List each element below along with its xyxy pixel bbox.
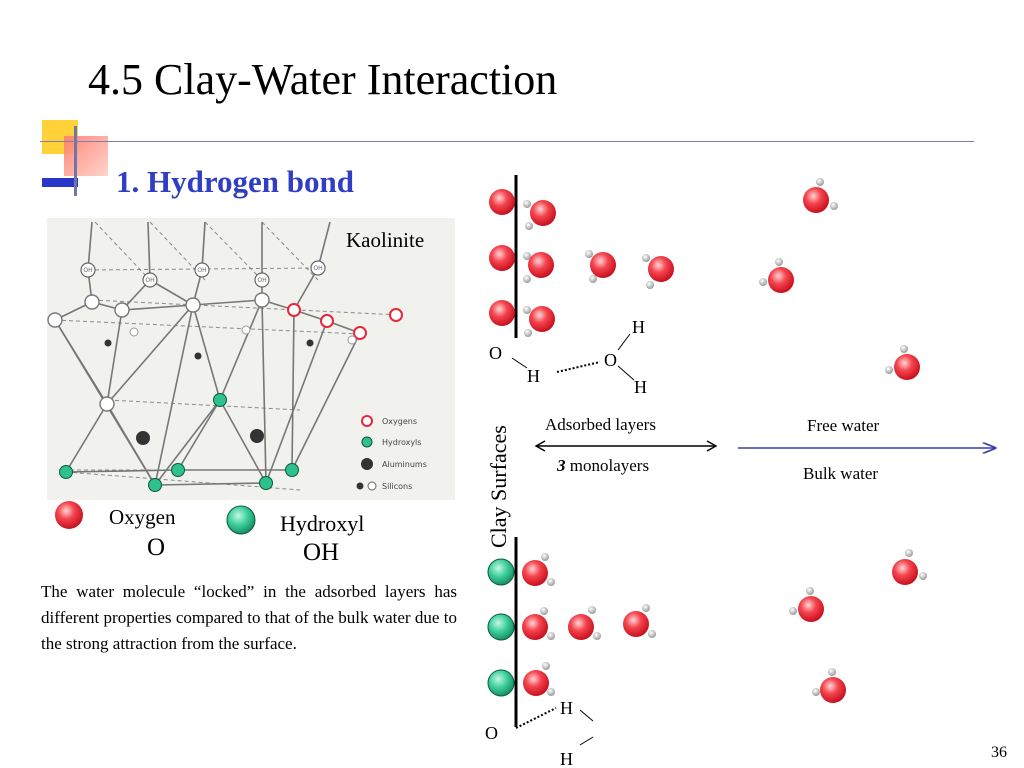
- bond-bottom-h-lower: H: [560, 749, 573, 768]
- title-decoration: [40, 120, 110, 200]
- clay-surfaces-label: Clay Surfaces: [486, 425, 511, 548]
- slide-title: 4.5 Clay-Water Interaction: [88, 55, 558, 104]
- legend-oxygens: Oxygens: [382, 417, 417, 426]
- svg-text:OH: OH: [313, 265, 322, 272]
- caption-text: The water molecule “locked” in the adsor…: [41, 582, 457, 653]
- bond-top-water-o: O: [604, 350, 617, 370]
- kaolinite-label: Kaolinite: [346, 228, 425, 252]
- bond-bottom-h-upper: H: [560, 698, 573, 718]
- bond-top-h-lower: H: [634, 377, 647, 397]
- free-water-label: Free water: [807, 416, 880, 435]
- title-divider: [40, 141, 974, 142]
- svg-text:OH: OH: [83, 267, 92, 274]
- bond-bottom-surface-o: O: [485, 723, 498, 743]
- bond-top-surface-o: O: [489, 343, 502, 363]
- legend-hydroxyls: Hydroxyls: [382, 438, 421, 447]
- adsorbed-layers-label: Adsorbed layers: [545, 415, 656, 434]
- svg-text:OH: OH: [257, 277, 266, 284]
- svg-text:OH: OH: [197, 267, 206, 274]
- page-number: 36: [991, 744, 1007, 761]
- monolayers-label: 3 monolayers: [556, 456, 649, 475]
- oxygen-label: Oxygen: [109, 505, 176, 529]
- oxygen-symbol: O: [147, 534, 166, 561]
- bulk-water-label: Bulk water: [803, 464, 878, 483]
- svg-text:OH: OH: [145, 277, 154, 284]
- legend-silicons: Silicons: [382, 482, 412, 491]
- hydroxyl-label: Hydroxyl: [280, 511, 365, 536]
- section-heading: 1. Hydrogen bond: [116, 164, 355, 199]
- legend-aluminums: Aluminums: [382, 460, 427, 469]
- bond-top-h1: H: [527, 366, 540, 386]
- bond-top-h-upper: H: [632, 317, 645, 337]
- hydroxyl-symbol: OH: [303, 539, 340, 566]
